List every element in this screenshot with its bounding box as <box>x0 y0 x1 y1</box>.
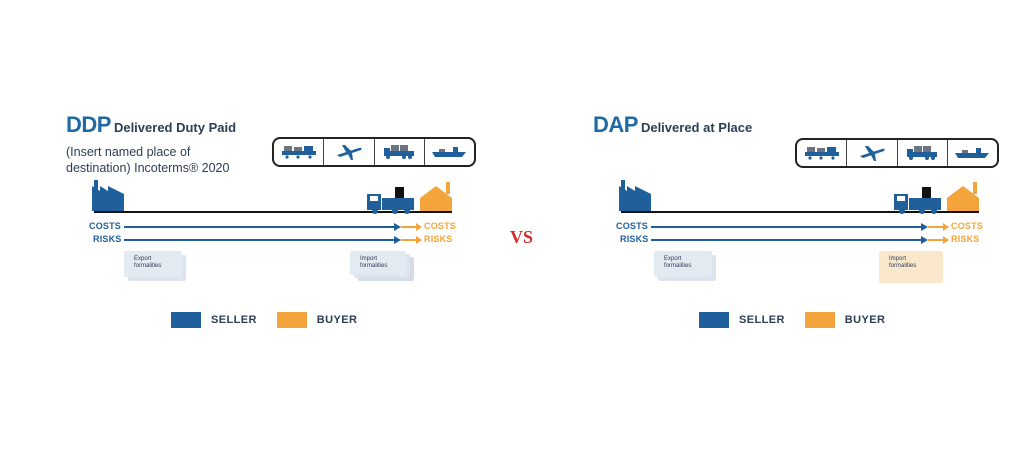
buyer-swatch <box>276 312 307 328</box>
dap-full-name: Delivered at Place <box>640 120 753 135</box>
export-doc-line1: Export <box>664 256 682 262</box>
seller-factory-icon <box>92 180 124 211</box>
dap-code: DAP <box>593 112 638 137</box>
dap-legend: SELLER BUYER <box>699 312 905 328</box>
legend-seller-label: SELLER <box>211 314 257 326</box>
buyer-warehouse-icon <box>420 182 452 211</box>
ship-icon <box>423 139 474 165</box>
vs-label: VS <box>510 227 534 247</box>
costs-label-buyer: COSTS <box>951 221 984 231</box>
costs-label-seller: COSTS <box>89 221 122 231</box>
import-formalities-doc: Import formalities <box>350 251 416 281</box>
risks-label-buyer: RISKS <box>951 234 980 244</box>
dap-flow-diagram: COSTS RISKS COSTS RISKS Export formaliti… <box>593 174 993 284</box>
export-doc-line2: formalities <box>134 263 162 269</box>
export-formalities-doc: Export formalities <box>124 251 186 281</box>
export-formalities-doc: Export formalities <box>654 251 716 281</box>
truck-rail-icon <box>274 139 323 165</box>
seller-factory-icon <box>619 180 651 211</box>
airplane-icon <box>846 140 896 166</box>
dap-flow-graphic <box>619 180 979 244</box>
delivery-truck-icon <box>894 187 941 214</box>
legend-seller-label: SELLER <box>739 314 785 326</box>
import-doc-line2: formalities <box>360 263 388 269</box>
ddp-flow-graphic <box>92 180 452 244</box>
ddp-full-name: Delivered Duty Paid <box>113 120 237 135</box>
import-doc-line2: formalities <box>889 263 917 269</box>
import-formalities-doc: Import formalities <box>879 251 945 283</box>
import-doc-line1: Import <box>889 256 907 262</box>
risks-label-seller: RISKS <box>93 234 122 244</box>
ddp-subtitle-line1: (Insert named place of <box>66 145 191 159</box>
ddp-code: DDP <box>66 112 111 137</box>
truck-rail-icon <box>797 140 846 166</box>
seller-swatch <box>171 312 201 328</box>
ddp-subtitle-line2: destination) Incoterms® 2020 <box>66 161 230 175</box>
airplane-icon <box>323 139 373 165</box>
risks-label-buyer: RISKS <box>424 234 453 244</box>
dap-transport-modes <box>795 138 999 168</box>
seller-swatch <box>699 312 729 328</box>
risks-arrow <box>124 236 422 244</box>
costs-label-buyer: COSTS <box>424 221 457 231</box>
ship-icon <box>946 140 997 166</box>
export-doc-line1: Export <box>134 256 152 262</box>
delivery-truck-icon <box>367 187 414 214</box>
ddp-subtitle: (Insert named place of destination) Inco… <box>66 144 266 176</box>
ddp-legend: SELLER BUYER <box>171 312 377 328</box>
costs-arrow <box>651 223 949 231</box>
risks-arrow <box>651 236 949 244</box>
ddp-flow-diagram: COSTS RISKS COSTS RISKS Export formaliti… <box>66 174 466 284</box>
risks-label-seller: RISKS <box>620 234 649 244</box>
legend-buyer-label: BUYER <box>844 314 886 326</box>
costs-arrow <box>124 223 422 231</box>
import-doc-line1: Import <box>360 256 378 262</box>
truck-icon <box>896 140 947 166</box>
export-doc-line2: formalities <box>664 263 692 269</box>
buyer-swatch <box>804 312 835 328</box>
buyer-warehouse-icon <box>947 182 979 211</box>
ddp-transport-modes <box>272 137 476 167</box>
truck-icon <box>373 139 424 165</box>
costs-label-seller: COSTS <box>616 221 649 231</box>
legend-buyer-label: BUYER <box>316 314 358 326</box>
